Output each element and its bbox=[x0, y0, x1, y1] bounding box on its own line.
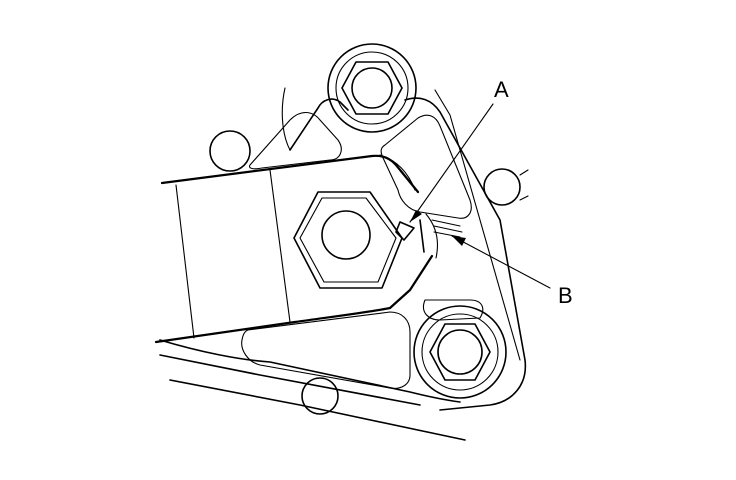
tool-handle bbox=[154, 154, 434, 344]
leader-line-b bbox=[451, 235, 551, 289]
callout-label-a: A bbox=[494, 77, 509, 102]
leader-line-a bbox=[409, 103, 494, 223]
dowel-hole-bottom bbox=[301, 377, 339, 415]
callout-label-b: B bbox=[558, 283, 573, 308]
alignment-marks bbox=[395, 213, 463, 259]
mounting-plate bbox=[159, 87, 527, 441]
dowel-hole-right bbox=[483, 168, 521, 206]
dowel-hole-upper-left bbox=[209, 130, 251, 172]
bottom-bolt bbox=[413, 305, 507, 399]
top-bolt bbox=[327, 43, 417, 133]
center-nut bbox=[293, 191, 403, 289]
plate-cutouts bbox=[241, 111, 484, 389]
dowel-holes bbox=[209, 130, 529, 415]
